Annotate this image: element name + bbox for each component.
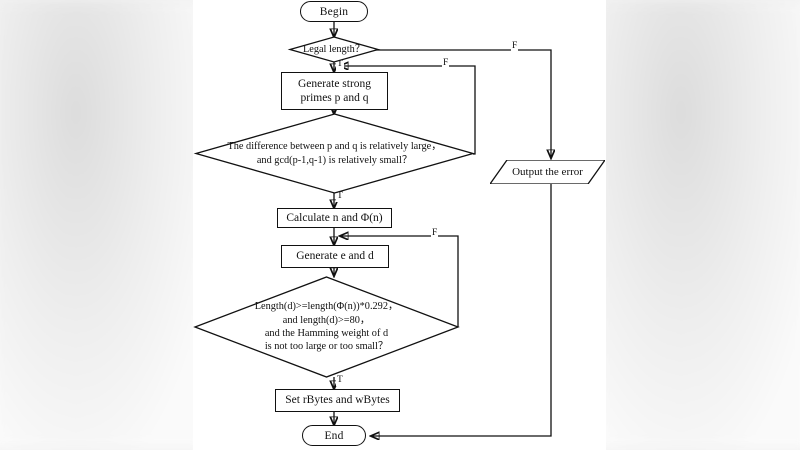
output-error-parallelogram-shape [490,160,605,184]
wire-checkd-false-loop [340,236,459,327]
node-begin[interactable]: Begin [300,1,368,22]
check-primes-diamond-shape [193,113,476,194]
wire-checkprimes-false-loop [340,66,476,155]
node-calculate-n[interactable]: Calculate n and Φ(n) [277,208,392,228]
node-set-bytes-label: Set rBytes and wBytes [285,394,390,407]
node-generate-primes-line2: primes p and q [300,92,369,104]
branch-label-legal-false: F [511,41,519,52]
node-check-d[interactable]: Length(d)>=length(Φ(n))*0.292， and lengt… [193,276,460,378]
check-d-diamond-shape [193,276,460,378]
flowchart-canvas: F T F T F T Begin Legal length？ Generate… [193,0,606,450]
branch-label-checkd-true: T [336,375,344,386]
connector-layer [193,22,606,450]
branch-label-checkd-false: F [431,228,439,239]
node-legal-length[interactable]: Legal length？ [287,36,381,63]
node-calculate-n-label: Calculate n and Φ(n) [286,211,383,224]
node-generate-ed[interactable]: Generate e and d [281,245,389,268]
branch-label-checkprimes-true: T [336,191,344,202]
node-generate-ed-label: Generate e and d [296,250,374,263]
legal-length-diamond-shape [287,36,381,63]
node-output-error-label: Output the error [512,166,583,178]
node-generate-primes[interactable]: Generate strong primes p and q [281,72,388,110]
node-set-bytes[interactable]: Set rBytes and wBytes [275,389,400,412]
node-end[interactable]: End [302,425,366,446]
node-check-primes[interactable]: The difference between p and q is relati… [193,113,476,194]
node-begin-label: Begin [319,5,349,18]
node-output-error-text: Output the error [490,160,605,184]
branch-label-legal-true: T [336,59,344,70]
node-generate-primes-text: Generate strong primes p and q [298,77,371,106]
letterbox-backdrop-right [595,0,800,450]
letterbox-backdrop-left [0,0,205,450]
node-generate-primes-line1: Generate strong [297,77,372,90]
node-output-error[interactable]: Output the error [490,160,605,184]
node-end-label: End [324,429,344,442]
branch-label-checkprimes-false: F [442,58,450,69]
wire-error-to-end [371,183,552,436]
wire-legal-false-to-error [375,49,551,158]
